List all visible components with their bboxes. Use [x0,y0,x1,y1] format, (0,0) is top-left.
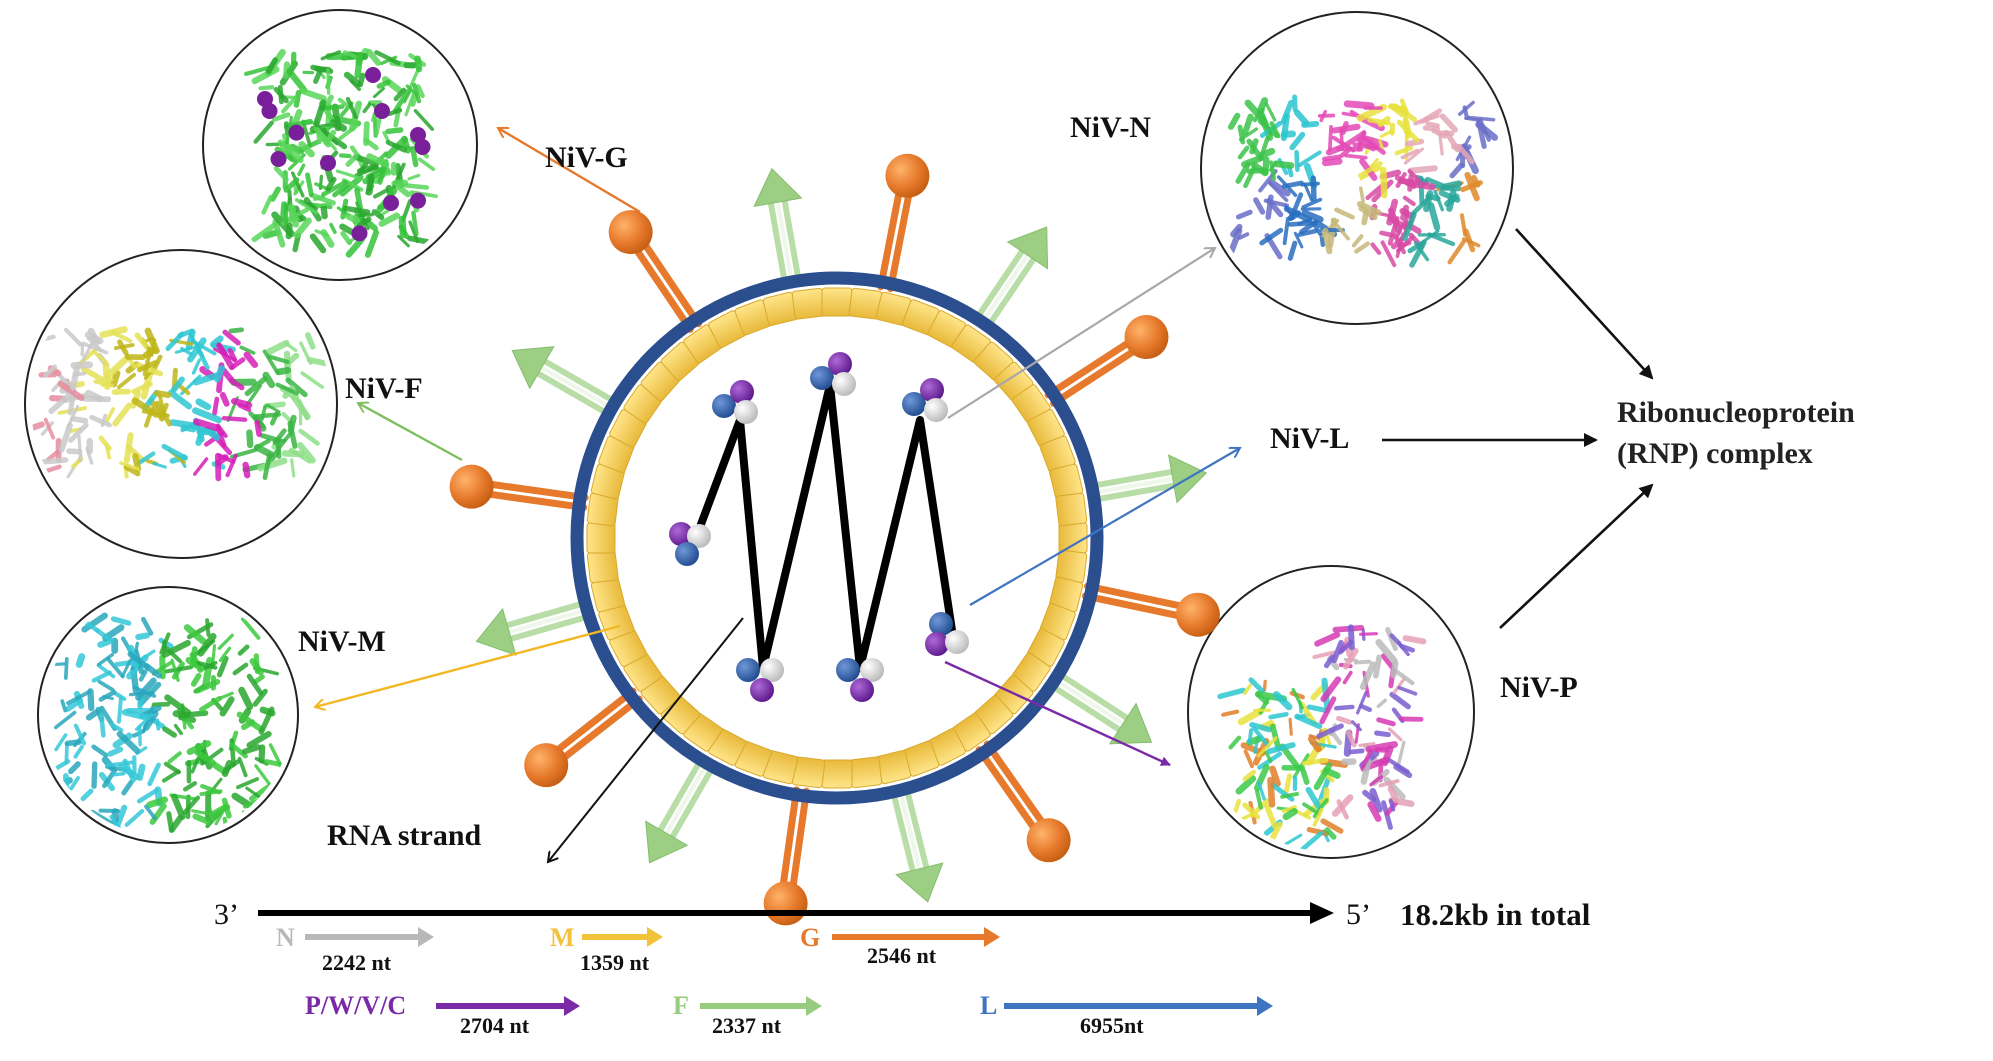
gene-name-f: F [673,993,689,1019]
label-niv-n: NiV-N [1070,113,1151,143]
arrow-p-to-rnp [1500,485,1652,628]
g-glycoprotein-spike [881,154,930,289]
gene-length-m: 1359 nt [580,952,649,974]
g-glycoprotein-spike [979,744,1070,862]
genome-total-length: 18.2kb in total [1400,899,1590,930]
matrix-protein-tile [849,757,882,788]
gene-length-f: 2337 nt [712,1015,781,1037]
rnp-line-2: (RNP) complex [1617,433,1855,474]
gene-length-n: 2242 nt [322,952,391,974]
gene-arrow-m [582,927,663,947]
pointer-arrow-l [970,448,1240,605]
nucleotide-cluster [712,380,758,424]
label-niv-m: NiV-M [298,627,386,657]
matrix-protein-tile [587,523,615,553]
nucleotide-cluster [669,522,711,566]
f-fusion-spike [646,755,716,862]
gene-length-g: 2546 nt [867,945,936,967]
label-niv-l: NiV-L [1270,424,1349,454]
g-glycoprotein-spike [764,790,808,926]
inset-niv-f [23,250,337,558]
g-glycoprotein-spike [524,691,639,787]
matrix-protein-structure-icon [44,616,282,842]
matrix-protein-tile [1056,493,1087,526]
genome-3prime-label: 3’ [214,900,239,930]
rna-nucleotide-clusters [669,352,969,702]
glycoprotein-structure-icon [246,51,436,255]
label-niv-f: NiV-F [345,374,423,404]
inset-niv-p [1188,566,1474,858]
nucleoprotein-structure-icon [1231,97,1495,265]
inset-niv-m [38,587,298,843]
f-fusion-spike [512,347,619,417]
nucleotide-cluster [925,612,969,656]
arrow-n-to-rnp [1516,229,1652,378]
g-glycoprotein-spike [1048,315,1168,403]
gene-name-l: L [980,993,997,1019]
fusion-protein-structure-icon [23,329,329,478]
matrix-protein-tile [1059,523,1087,553]
inset-border-circle [38,587,298,843]
gene-name-pwvc: P/W/V/C [305,993,406,1019]
rnp-complex-label: Ribonucleoprotein (RNP) complex [1617,392,1855,475]
label-niv-g: NiV-G [545,143,628,173]
matrix-protein-tile [587,550,618,583]
gene-length-pwvc: 2704 nt [460,1015,529,1037]
genome-5prime-label: 5’ [1346,900,1371,930]
g-glycoprotein-spike [1085,586,1220,637]
gene-length-l: 6955nt [1080,1015,1144,1037]
gene-name-g: G [800,925,820,951]
rnp-line-1: Ribonucleoprotein [1617,392,1855,433]
phosphoprotein-structure-icon [1220,627,1424,852]
matrix-protein-tile [822,288,852,316]
g-glycoprotein-spike [450,465,586,509]
gene-name-n: N [276,925,295,951]
pointer-arrow-f [358,403,462,460]
envelope-spikes [450,154,1220,926]
genome-line-arrowhead [1310,902,1334,924]
f-fusion-spike [477,602,594,656]
g-glycoprotein-spike [609,210,699,329]
label-niv-p: NiV-P [1500,673,1578,703]
gene-arrows [305,927,1273,1016]
gene-arrow-n [305,927,434,947]
f-fusion-spike [892,784,943,902]
f-fusion-spike [974,227,1048,330]
nucleotide-cluster [902,378,948,422]
f-fusion-spike [754,169,801,288]
inset-niv-n [1201,12,1513,324]
matrix-protein-tile [822,760,852,788]
inset-niv-g [203,10,477,280]
gene-name-m: M [550,925,575,951]
matrix-protein-tile [792,288,825,319]
label-rna-strand: RNA strand [327,821,481,851]
